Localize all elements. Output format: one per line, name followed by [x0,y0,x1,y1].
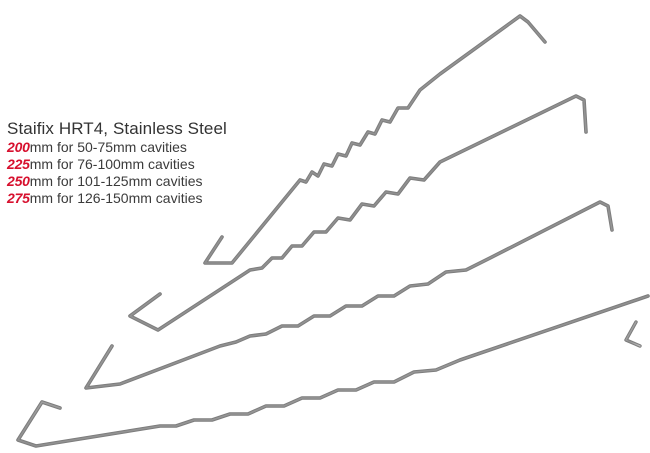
size-row-275: 275mm for 126-150mm cavities [7,190,227,207]
size-value: 200 [7,139,30,155]
size-row-250: 250mm for 101-125mm cavities [7,173,227,190]
wall-tie-225-icon [128,94,588,332]
wall-tie-275-icon [16,294,650,448]
size-description: mm for 101-125mm cavities [29,173,203,189]
size-description: mm for 76-100mm cavities [29,156,195,172]
size-row-225: 225mm for 76-100mm cavities [7,156,227,173]
wall-tie-250-icon [84,200,614,390]
size-description: mm for 50-75mm cavities [29,139,187,155]
size-value: 250 [7,173,30,189]
size-value: 225 [7,156,30,172]
size-description: mm for 126-150mm cavities [29,190,203,206]
product-caption: Staifix HRT4, Stainless Steel 200mm for … [7,120,227,207]
size-row-200: 200mm for 50-75mm cavities [7,139,227,156]
wall-tie-200-icon [203,14,547,265]
size-value: 275 [7,190,30,206]
product-title: Staifix HRT4, Stainless Steel [7,119,227,138]
